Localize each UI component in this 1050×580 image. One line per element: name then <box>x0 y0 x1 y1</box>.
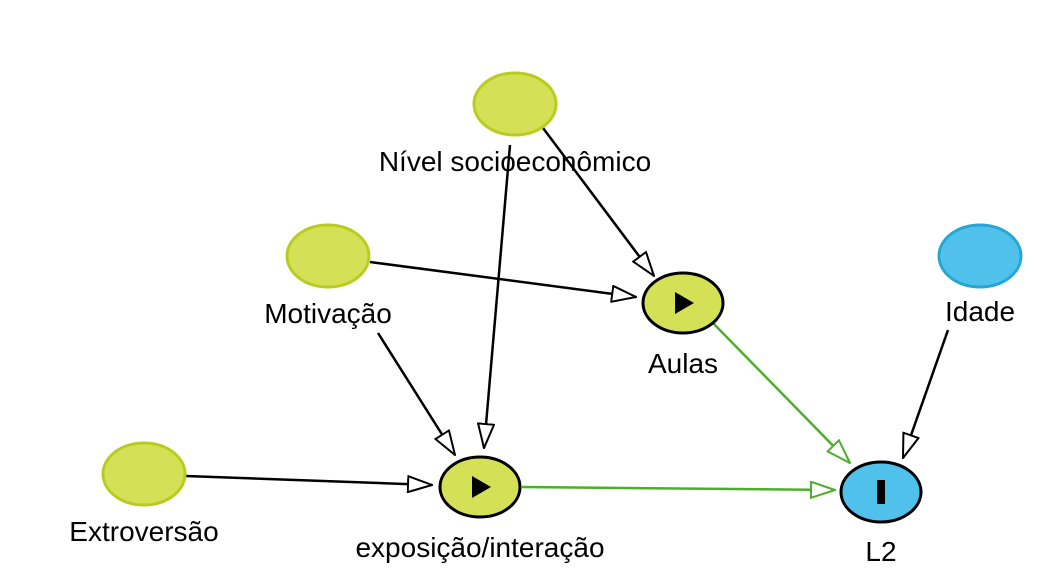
edge-exposicao-l2 <box>521 487 835 490</box>
label-idade: Idade <box>944 296 1016 327</box>
node-exposicao-interacao[interactable] <box>438 455 522 519</box>
label-motivacao: Motivação <box>264 298 392 329</box>
play-icon <box>675 292 694 314</box>
edge-idade-l2 <box>901 329 950 458</box>
label-extroversao: Extroversão <box>69 516 219 547</box>
play-icon <box>472 476 491 498</box>
edge-motivacao-aulas <box>369 260 636 297</box>
label-aulas: Aulas <box>647 348 719 379</box>
edge-aulas-l2 <box>711 321 850 463</box>
node-aulas[interactable] <box>641 271 725 335</box>
node-motivacao[interactable] <box>285 223 371 289</box>
label-l2: L2 <box>865 536 897 567</box>
edge-nivel-aulas <box>542 127 654 276</box>
outcome-icon <box>877 480 885 504</box>
label-nivel-socioeconomico: Nível socioeconômico <box>378 146 652 177</box>
node-l2[interactable] <box>839 460 923 524</box>
edge-motivacao-exposicao <box>376 332 455 455</box>
edge-extroversao-exposicao <box>185 474 432 485</box>
node-idade[interactable] <box>937 223 1023 289</box>
label-exposicao-interacao: exposição/interação <box>355 532 605 563</box>
node-nivel-socioeconomico[interactable] <box>472 71 558 137</box>
node-extroversao[interactable] <box>101 441 187 507</box>
edge-nivel-exposicao <box>484 144 512 448</box>
